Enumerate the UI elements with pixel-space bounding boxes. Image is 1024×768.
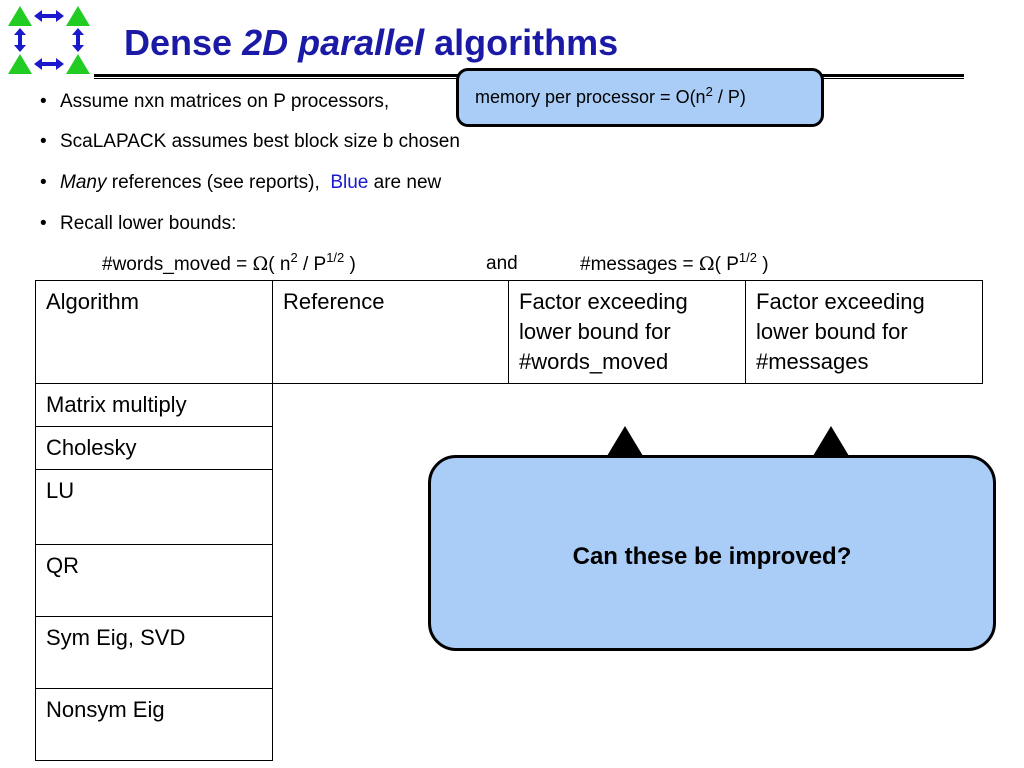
- messages-bound: #messages = Ω( P1/2 ): [580, 250, 769, 275]
- header-reference: Reference: [272, 280, 509, 384]
- header-algorithm: Algorithm: [35, 280, 273, 384]
- title-prefix: Dense: [124, 22, 243, 63]
- callout-pointer-words: [607, 426, 643, 456]
- bullet-assume-text: Assume nxn matrices on P processors,: [60, 91, 390, 112]
- bullet-scalapack-text: ScaLAPACK assumes best block size b chos…: [60, 131, 460, 152]
- bullet-scalapack: •ScaLAPACK assumes best block size b cho…: [40, 131, 460, 152]
- table-row: Sym Eig, SVD: [35, 616, 983, 689]
- bullet-blue-word: Blue: [330, 172, 369, 193]
- bullet-many-italic: Many: [60, 172, 107, 193]
- row-lu: LU: [35, 469, 273, 545]
- bullet-references-text: references (see reports),: [106, 172, 320, 193]
- row-qr: QR: [35, 544, 273, 617]
- table-row: Matrix multiply: [35, 383, 983, 427]
- title-suffix: algorithms: [424, 22, 619, 63]
- memory-callout-text: memory per processor = O(n2 / P): [475, 84, 746, 107]
- bullet-recall: •Recall lower bounds:: [40, 213, 237, 234]
- row-cholesky: Cholesky: [35, 426, 273, 470]
- bullet-are-new: are new: [368, 172, 442, 193]
- callout-pointer-messages: [813, 426, 849, 456]
- row-nonsym-eig: Nonsym Eig: [35, 688, 273, 761]
- formula-and: and: [486, 253, 518, 274]
- table-row: Nonsym Eig: [35, 688, 983, 761]
- table-row: LU: [35, 469, 983, 545]
- processor-grid-logo-icon: [8, 6, 90, 74]
- row-sym-eig-svd: Sym Eig, SVD: [35, 616, 273, 689]
- improve-callout: Can these be improved?: [428, 455, 996, 651]
- header-messages-factor: Factor exceeding lower bound for #messag…: [745, 280, 983, 384]
- row-matrix-multiply: Matrix multiply: [35, 383, 273, 427]
- memory-callout: memory per processor = O(n2 / P): [456, 68, 824, 127]
- words-moved-bound: #words_moved = Ω( n2 / P1/2 ): [102, 250, 356, 275]
- improve-callout-text: Can these be improved?: [572, 543, 852, 570]
- bullet-references: •Many references (see reports), Blue are…: [40, 172, 442, 193]
- algorithm-table: Algorithm Reference Factor exceeding low…: [35, 280, 983, 761]
- header-words-factor: Factor exceeding lower bound for #words_…: [508, 280, 746, 384]
- bullet-recall-text: Recall lower bounds:: [60, 213, 237, 234]
- table-header-row: Algorithm Reference Factor exceeding low…: [35, 280, 983, 384]
- slide-title: Dense 2D parallel algorithms: [124, 22, 618, 64]
- title-italic: 2D parallel: [242, 22, 425, 63]
- bullet-assume: •Assume nxn matrices on P processors,: [40, 91, 390, 112]
- table-row: Cholesky: [35, 426, 983, 470]
